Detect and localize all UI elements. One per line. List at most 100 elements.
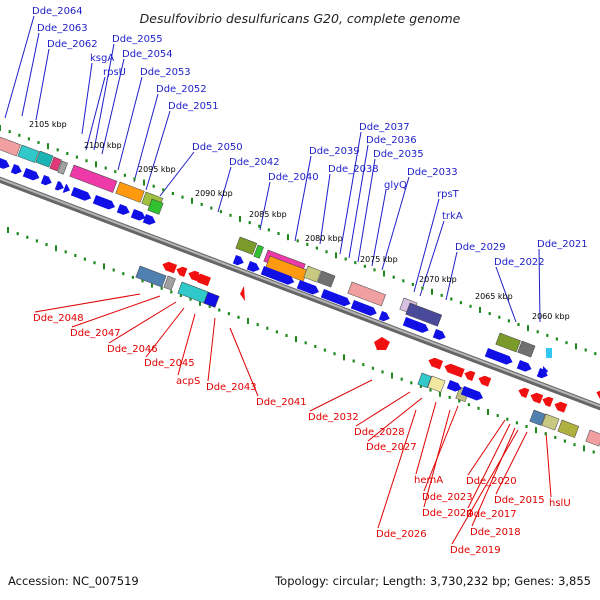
- tick-dot: [239, 215, 241, 222]
- gene-box: [135, 265, 167, 288]
- leader-line: [451, 429, 519, 545]
- reverse-gene-arrow: [478, 375, 492, 387]
- gene-label-dde_2040: Dde_2040: [268, 172, 319, 183]
- leader-line: [381, 176, 410, 271]
- gene-label-dde_2029: Dde_2029: [455, 242, 506, 253]
- tick-dot: [479, 306, 481, 313]
- gene-label-dde_2045: Dde_2045: [144, 358, 195, 369]
- scale-tick-label: 2105 kbp: [29, 120, 67, 129]
- gene-labels-bottom: Dde_2048Dde_2047Dde_2046Dde_2045acpSDde_…: [33, 313, 571, 556]
- tick-dot: [191, 197, 193, 204]
- gene-label-dde_2020: Dde_2020: [466, 476, 517, 487]
- tick-dot: [277, 232, 280, 236]
- genome-backbone: [0, 176, 600, 411]
- gene-box: [303, 265, 322, 283]
- scale-tick-label: 2085 kbp: [249, 210, 287, 219]
- tick-dot: [371, 366, 374, 370]
- gene-box: [163, 275, 176, 291]
- leader-line: [294, 155, 312, 242]
- gene-label-dde_2063: Dde_2063: [37, 23, 88, 34]
- gene-label-dde_2027: Dde_2027: [366, 442, 417, 453]
- tick-dot: [37, 141, 40, 145]
- tick-dot: [171, 191, 174, 195]
- tick-dot: [315, 246, 318, 250]
- tick-dot: [181, 195, 184, 199]
- leader-line: [367, 397, 423, 442]
- tick-dot: [487, 408, 489, 415]
- leader-line: [471, 427, 516, 527]
- leader-line: [85, 76, 106, 151]
- tick-dot: [18, 133, 21, 137]
- leader-line: [423, 405, 459, 492]
- gene-label-dde_2023: Dde_2023: [422, 492, 473, 503]
- tick-dot: [95, 161, 97, 168]
- tick-dot: [275, 330, 278, 334]
- scale-tick-label: 2095 kbp: [138, 165, 176, 174]
- leader-line: [177, 313, 196, 376]
- gene-box: [541, 413, 560, 431]
- tick-dot: [343, 354, 345, 361]
- tick-dot: [143, 179, 145, 186]
- tick-dot: [83, 257, 86, 261]
- tick-dot: [256, 323, 259, 327]
- tick-dot: [391, 372, 393, 379]
- tick-dot: [56, 148, 59, 152]
- tick-dot: [448, 395, 451, 399]
- tick-dot: [35, 239, 38, 243]
- leader-line: [495, 266, 517, 323]
- tick-dot: [267, 228, 270, 232]
- reverse-gene-arrow: [444, 363, 465, 378]
- gene-label-ksga: ksgA: [90, 53, 114, 64]
- leader-line: [117, 76, 143, 171]
- gene-box: [517, 340, 536, 358]
- leader-line: [413, 198, 440, 293]
- gene-label-dde_2050: Dde_2050: [192, 142, 243, 153]
- leader-line: [101, 58, 125, 155]
- forward-gene-arrow: [260, 266, 295, 285]
- reverse-gene-arrow: [518, 387, 530, 398]
- leader-line: [545, 431, 552, 498]
- forward-gene-arrow: [54, 181, 64, 191]
- reverse-gene-arrow: [374, 337, 390, 350]
- tick-dot: [421, 286, 424, 290]
- leader-line: [445, 251, 458, 301]
- tick-dot: [141, 279, 144, 283]
- gene-label-dde_2018: Dde_2018: [470, 527, 521, 538]
- tick-dot: [27, 137, 30, 141]
- tick-dot: [373, 268, 376, 272]
- tick-dot: [75, 155, 78, 159]
- leader-line: [467, 423, 511, 509]
- gene-box: [529, 409, 546, 426]
- tick-dot: [55, 245, 57, 252]
- tick-dot: [323, 348, 326, 352]
- gene-box: [347, 281, 386, 307]
- tick-dot: [344, 257, 347, 261]
- tick-dot: [383, 270, 385, 277]
- tick-dot: [152, 184, 155, 188]
- gene-box: [253, 244, 264, 259]
- reverse-gene-arrow: [176, 266, 188, 277]
- gene-label-dde_2054: Dde_2054: [122, 49, 173, 60]
- leader-line: [159, 151, 195, 197]
- tick-dot: [325, 250, 328, 254]
- leader-line: [355, 391, 411, 427]
- tick-dot: [544, 432, 547, 436]
- gene-label-dde_2022: Dde_2022: [494, 257, 545, 268]
- reverse-gene-arrow: [194, 273, 211, 287]
- tick-dot: [592, 450, 595, 454]
- tick-dot: [498, 315, 501, 319]
- gene-label-dde_2038: Dde_2038: [328, 164, 379, 175]
- leader-line: [145, 110, 171, 191]
- gene-box: [405, 302, 443, 327]
- gene-box: [546, 348, 552, 358]
- gene-label-dde_2064: Dde_2064: [32, 6, 83, 17]
- tick-dot: [74, 253, 77, 257]
- accession-text: Accession: NC_007519: [8, 574, 139, 588]
- tick-dot: [536, 330, 539, 334]
- tick-dot: [450, 297, 453, 301]
- reverse-gene-arrow: [162, 261, 178, 274]
- tick-dot: [354, 261, 357, 265]
- tick-dot: [304, 341, 307, 345]
- leader-line: [133, 93, 159, 183]
- tick-dot: [287, 234, 289, 241]
